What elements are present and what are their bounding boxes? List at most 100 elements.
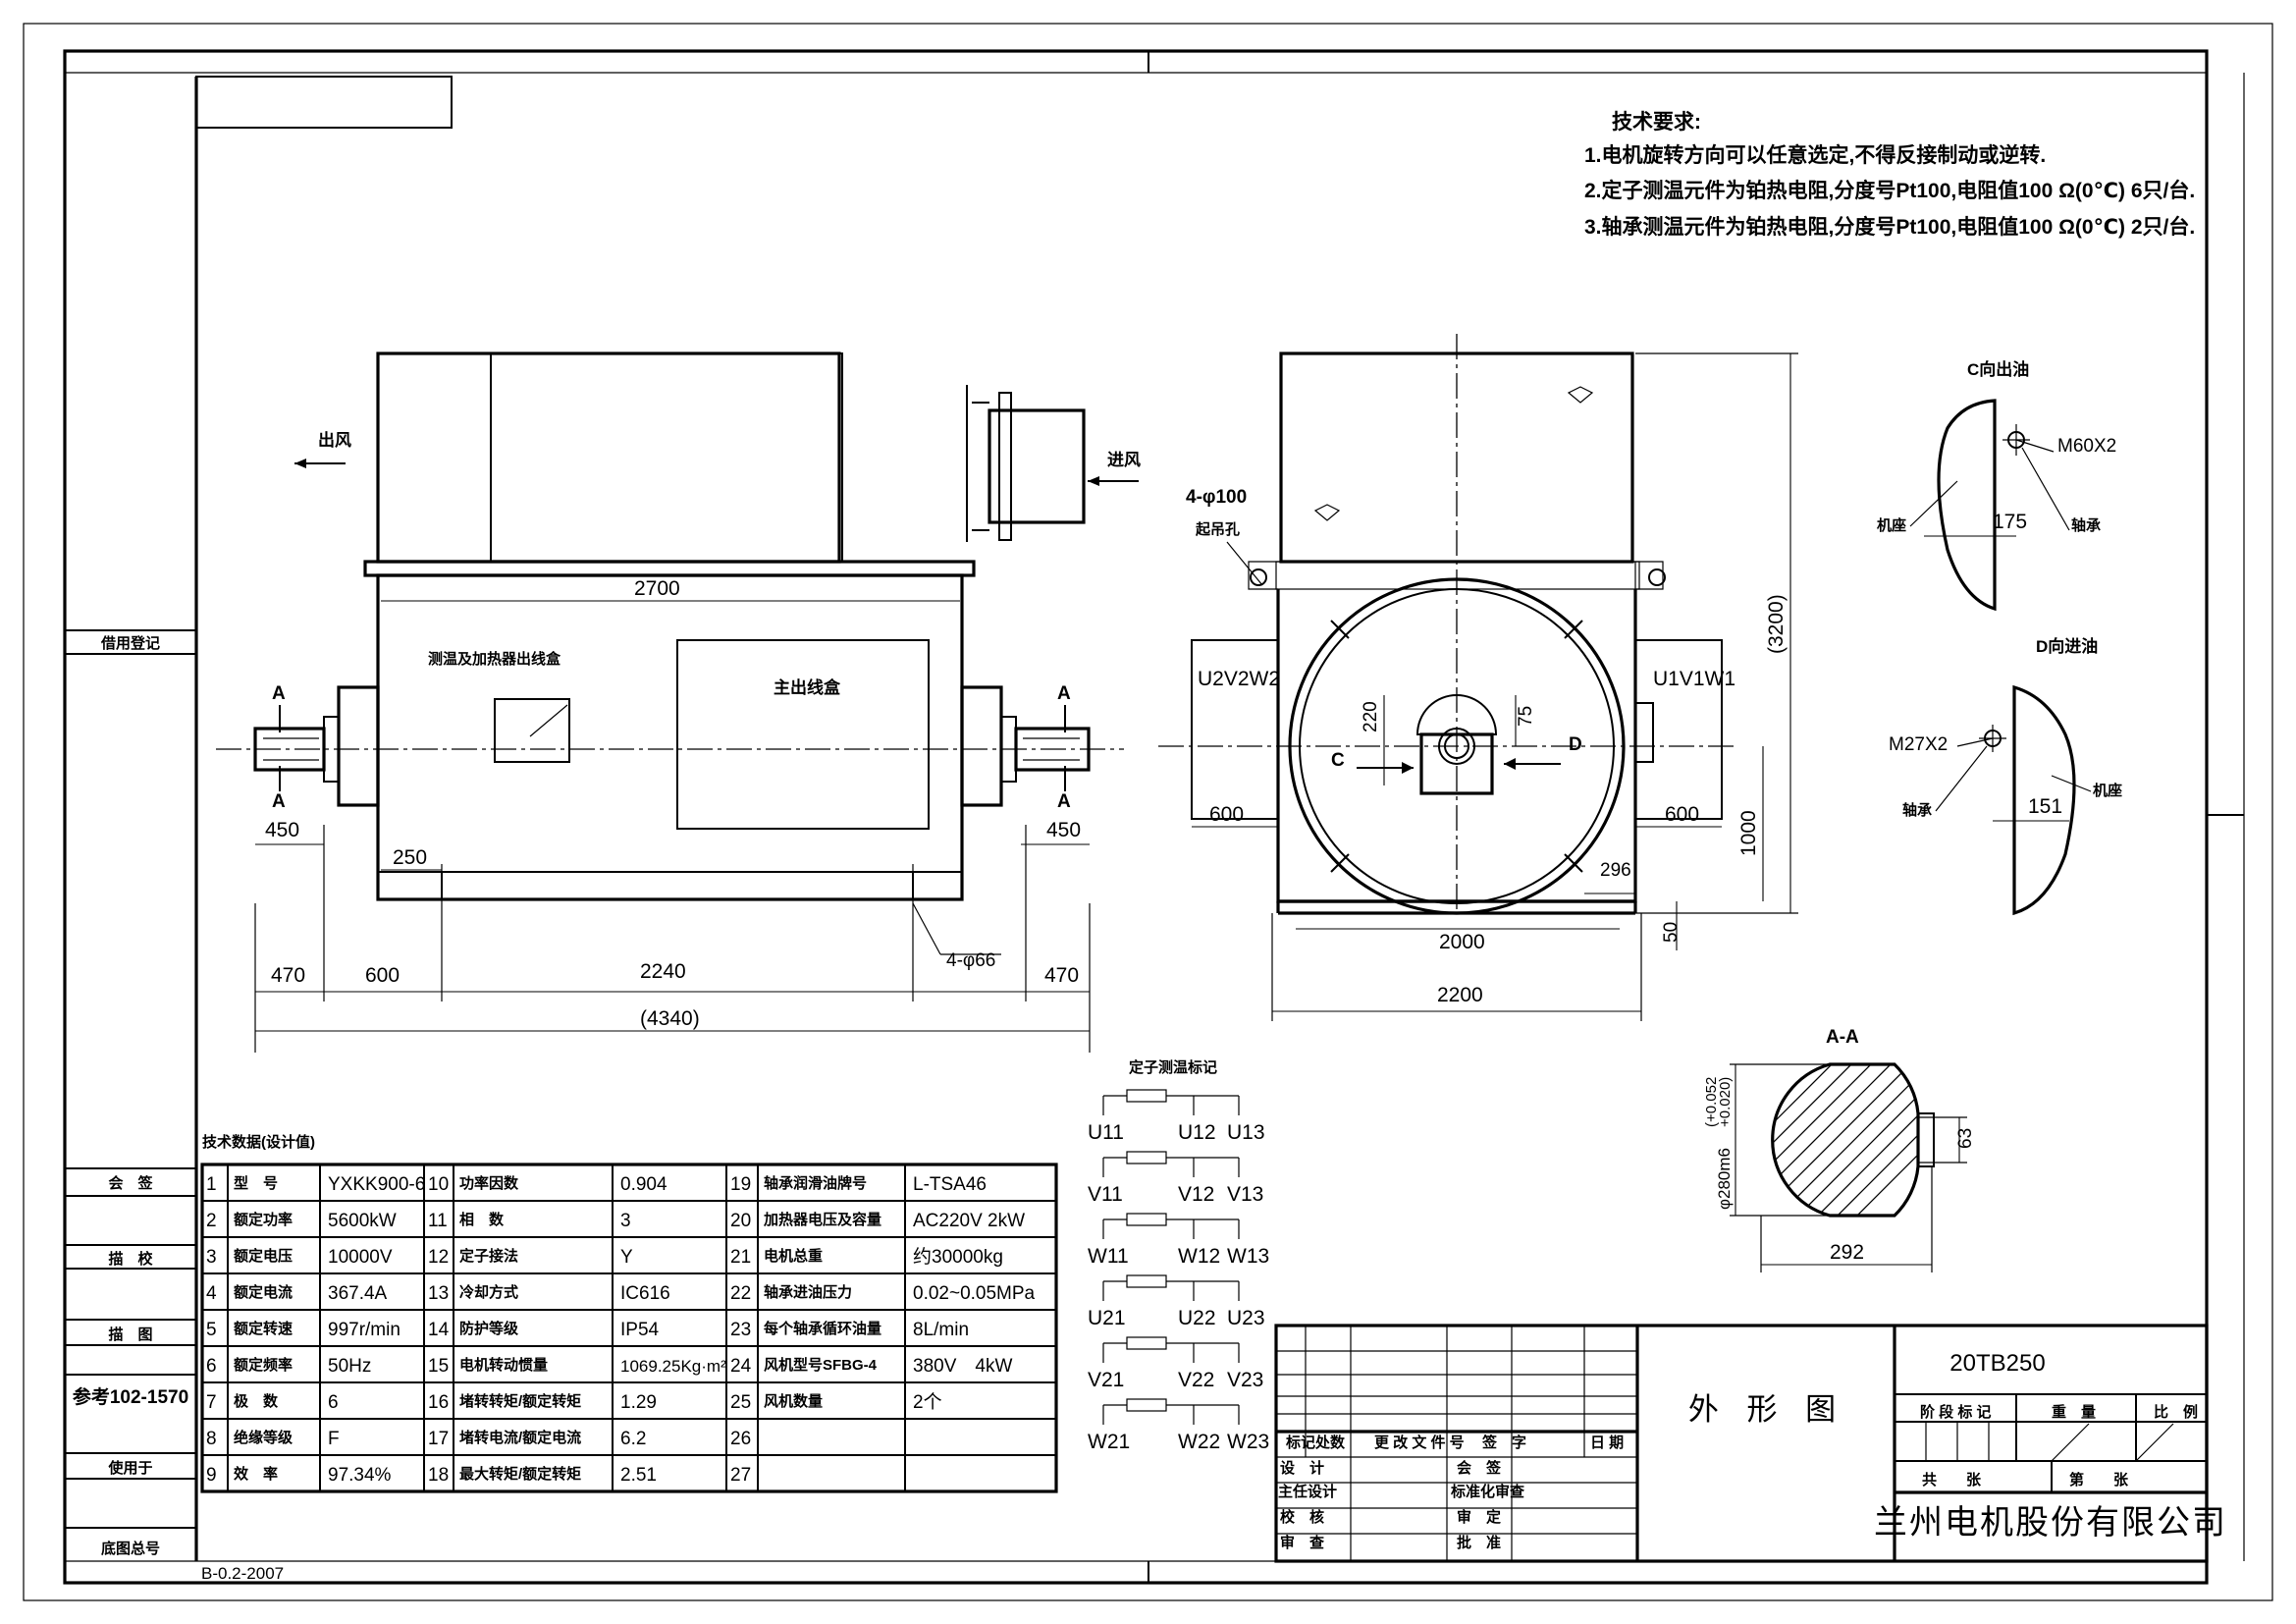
tech-cell-number: 1 <box>206 1174 217 1195</box>
dim-offset: 250 <box>393 846 427 869</box>
aa-title: A-A <box>1826 1027 1859 1048</box>
rev-header-mark: 标记 <box>1285 1434 1315 1451</box>
tech-cell-key: 堵转转矩/额定转矩 <box>459 1392 581 1410</box>
stator-mark-label: V13 <box>1227 1183 1263 1206</box>
aa-width: 292 <box>1830 1241 1864 1264</box>
section-a-left-bottom: A <box>272 791 286 812</box>
stator-mark-label: U11 <box>1088 1121 1124 1144</box>
tech-cell-value: Y <box>620 1247 633 1268</box>
tech-cell-number: 11 <box>428 1211 448 1231</box>
tech-cell-number: 5 <box>206 1320 217 1340</box>
tech-cell-number: 23 <box>730 1320 751 1340</box>
stator-mark-label: U22 <box>1178 1307 1216 1329</box>
left-strip: 借用登记 会 签 描 校 描 图 参考102-1570 使用于 底图总号 B-0… <box>65 629 284 1583</box>
tech-cell-value: 10000V <box>328 1247 393 1268</box>
stator-mark-label: W23 <box>1227 1431 1269 1453</box>
aa-diameter: φ280m6 <box>1715 1148 1734 1210</box>
c-view-title: C向出油 <box>1967 359 2029 379</box>
rev-header-count: 处数 <box>1314 1434 1346 1451</box>
rev-header-sign: 签 字 <box>1481 1434 1526 1451</box>
air-in-label: 进风 <box>1107 451 1141 469</box>
tech-cell-key: 相 数 <box>459 1211 505 1228</box>
tech-cell-key: 每个轴承循环油量 <box>764 1320 881 1337</box>
tech-cell-key: 加热器电压及容量 <box>763 1211 881 1228</box>
view-d-marker: D <box>1569 734 1582 755</box>
sign-label: 会 签 <box>108 1174 153 1192</box>
tech-cell-number: 26 <box>730 1429 751 1449</box>
tech-cell-value: 2.51 <box>620 1465 657 1486</box>
tech-cell-number: 14 <box>428 1320 450 1340</box>
terminals-right: U1V1W1 <box>1653 668 1735 690</box>
stator-mark-label: V12 <box>1178 1183 1214 1206</box>
tech-cell-key: 功率因数 <box>459 1174 519 1192</box>
tech-cell-value: 约30000kg <box>913 1246 1003 1268</box>
lift-holes-label: 4-φ100 <box>1186 487 1247 508</box>
tech-req-2: 2.定子测温元件为铂热电阻,分度号Pt100,电阻值100 Ω(0℃) 6只/台… <box>1584 179 2195 202</box>
terminals-left: U2V2W2 <box>1198 668 1280 690</box>
front-view: U2V2W2 U1V1W1 4-φ100 起吊孔 C D 220 75 600 … <box>1158 334 1798 1021</box>
dim-296: 296 <box>1600 860 1631 881</box>
dim-holes: 4-φ66 <box>946 950 995 971</box>
tech-cell-key: 额定转速 <box>234 1320 293 1337</box>
section-a-left-top: A <box>272 683 286 704</box>
tech-data-title: 技术数据(设计值) <box>202 1133 315 1151</box>
d-view-title: D向进油 <box>2036 636 2098 656</box>
c-view: C向出油 M60X2 机座 175 轴承 <box>1877 359 2116 612</box>
tech-cell-number: 16 <box>428 1392 449 1413</box>
role-approve: 审 定 <box>1457 1508 1501 1526</box>
tech-cell-value: F <box>328 1429 340 1449</box>
stator-mark-label: U12 <box>1178 1121 1216 1144</box>
tech-cell-number: 15 <box>428 1356 449 1377</box>
stator-mark-label: W21 <box>1088 1431 1130 1453</box>
tech-cell-value: IP54 <box>620 1320 660 1340</box>
d-view-dim: 151 <box>2028 795 2062 818</box>
rev-header-doc: 更 改 文 件 号 <box>1374 1434 1465 1451</box>
tech-cell-number: 9 <box>206 1465 217 1486</box>
sheet-number-label: 第 张 <box>2069 1471 2129 1489</box>
stator-mark-label: W11 <box>1088 1245 1129 1268</box>
stator-mark-label: V11 <box>1088 1183 1123 1206</box>
stator-mark-label: U23 <box>1227 1307 1265 1329</box>
tech-cell-number: 3 <box>206 1247 217 1268</box>
tech-cell-number: 24 <box>730 1356 752 1377</box>
dim-shaft-left: 450 <box>265 819 299 841</box>
d-view-base-label: 机座 <box>2093 782 2122 799</box>
tech-cell-number: 21 <box>730 1247 751 1268</box>
tech-cell-value: AC220V 2kW <box>913 1211 1025 1231</box>
dim-foot-span: 2240 <box>640 960 686 983</box>
drawing-name: 外 形 图 <box>1688 1392 1845 1427</box>
dim-key-height: 75 <box>1516 706 1536 727</box>
tech-cell-key: 额定功率 <box>234 1211 293 1228</box>
tech-cell-key: 轴承润滑油牌号 <box>764 1174 867 1192</box>
sheet-frame <box>23 23 2273 1601</box>
tech-req-1: 1.电机旋转方向可以任意选定,不得反接制动或逆转. <box>1584 143 2046 167</box>
dim-center-1000: 1000 <box>1737 810 1760 856</box>
air-out-label: 出风 <box>318 430 351 450</box>
dim-height-3200: (3200) <box>1765 594 1788 654</box>
tech-cell-number: 13 <box>428 1283 449 1304</box>
tech-cell-value: 1069.25Kg·m² <box>620 1357 726 1376</box>
tech-cell-number: 7 <box>206 1392 217 1413</box>
tech-cell-value: 3 <box>620 1211 631 1231</box>
tech-cell-number: 4 <box>206 1283 217 1304</box>
aa-tol-lower: +0.020) <box>1717 1077 1734 1127</box>
c-view-base-label: 机座 <box>1877 516 1906 534</box>
dim-foot-a: 600 <box>365 964 400 987</box>
view-c-marker: C <box>1331 750 1345 771</box>
tech-cell-value: 97.34% <box>328 1465 392 1486</box>
tech-cell-number: 18 <box>428 1465 449 1486</box>
total-sheets-label: 共 张 <box>1922 1472 1982 1489</box>
dim-foot-left: 470 <box>271 964 305 987</box>
trace-label: 描 校 <box>108 1250 153 1268</box>
tech-cell-value: 8L/min <box>913 1320 969 1340</box>
standard-code: B-0.2-2007 <box>201 1564 284 1583</box>
dim-total: (4340) <box>640 1007 700 1030</box>
tech-cell-number: 2 <box>206 1211 217 1231</box>
c-view-bearing-label: 轴承 <box>2071 516 2101 534</box>
tech-cell-key: 型 号 <box>234 1174 278 1192</box>
tech-cell-key: 堵转电流/额定电流 <box>459 1429 581 1446</box>
tech-cell-key: 风机数量 <box>764 1392 823 1410</box>
tech-req-3: 3.轴承测温元件为铂热电阻,分度号Pt100,电阻值100 Ω(0℃) 2只/台… <box>1584 215 2195 239</box>
